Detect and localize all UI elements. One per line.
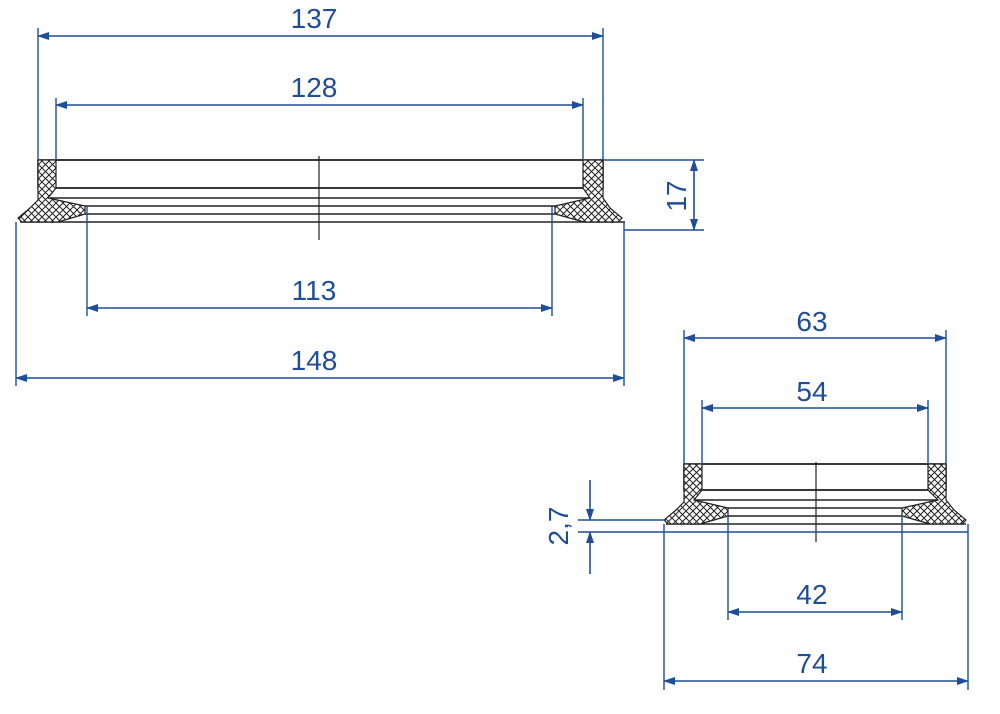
large-right-seal-hatch: [554, 159, 623, 223]
large-dim-148-label: 148: [291, 345, 338, 376]
small-part-section: [663, 462, 967, 542]
small-left-seal-hatch: [663, 463, 729, 525]
large-dim-137-label: 137: [291, 3, 338, 34]
small-dim-42-label: 42: [796, 579, 827, 610]
small-dim-54-label: 54: [796, 376, 827, 407]
small-right-seal-hatch: [901, 463, 967, 525]
large-dim-113-label: 113: [292, 275, 337, 306]
small-dim-74-label: 74: [796, 648, 827, 679]
small-part: 63 54 42 74 2,7: [543, 306, 969, 690]
large-part-section: [17, 156, 625, 240]
large-dim-17-label: 17: [661, 180, 692, 211]
large-part: 137 128 113 148 17: [15, 3, 704, 386]
large-dim-128-label: 128: [291, 72, 338, 103]
small-dim-63-label: 63: [796, 306, 827, 337]
small-dim-2-7-label: 2,7: [543, 507, 574, 546]
large-left-seal-hatch: [17, 159, 86, 223]
